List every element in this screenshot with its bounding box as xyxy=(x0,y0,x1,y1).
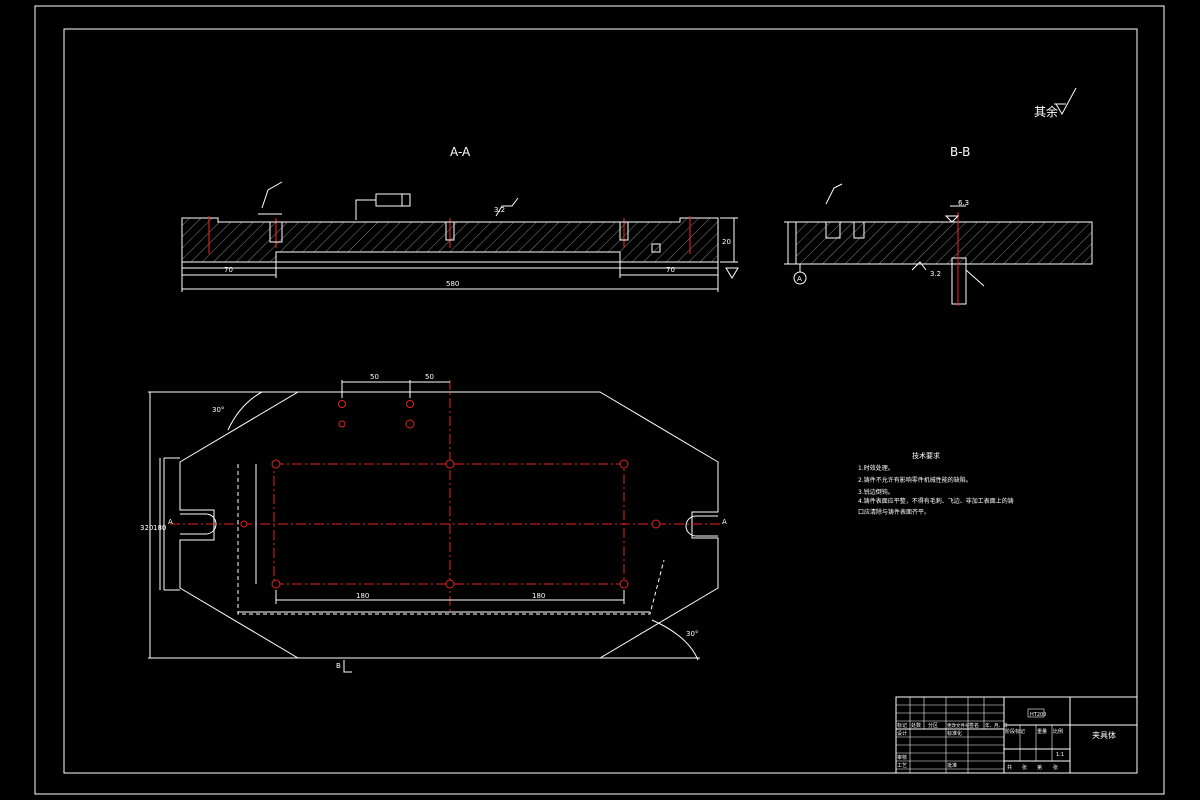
tb-label: 设计 xyxy=(897,730,907,737)
tb-label: 签名 xyxy=(969,722,979,729)
datum-circle xyxy=(793,271,807,285)
plan-dim-top-2: 50 xyxy=(425,373,434,381)
part-name: 夹具体 xyxy=(1092,730,1116,740)
tech-req-item: 1.时效处理。 xyxy=(858,464,894,472)
tb-label: 更改文件号 xyxy=(947,722,970,729)
aa-roughness-text: 3.2 xyxy=(494,206,505,214)
tech-req-title: 技术要求 xyxy=(912,451,940,460)
plan-holes xyxy=(240,400,661,589)
plan-outline xyxy=(179,391,719,659)
section-bb-body xyxy=(795,221,1093,265)
plan-dim-bottom-1: 180 xyxy=(356,592,369,600)
tb-label: 第 xyxy=(1037,764,1042,771)
bb-roughness-bottom: 3.2 xyxy=(930,270,941,278)
section-bb-view: B-B 6.3 3.2 A xyxy=(784,145,1093,306)
aa-dim-height: 20 xyxy=(722,238,731,246)
plan-view: 50 50 180 180 320 180 30° 30° A A B xyxy=(140,373,727,673)
plan-section-mark-left: A xyxy=(168,518,173,526)
plan-dim-top-1: 50 xyxy=(370,373,379,381)
tech-req-item: 3.锐边倒钝。 xyxy=(858,488,894,496)
roughness-symbol-icon xyxy=(1055,87,1077,116)
tb-label: 重量 xyxy=(1037,728,1047,735)
plan-angle-top: 30° xyxy=(212,406,224,414)
plan-section-mark-bottom: B xyxy=(336,662,341,670)
title-block: HT200 夹具体 1:1 标记 处数 分区 更改文件号 签名 年、月、日 设计… xyxy=(895,696,1138,774)
general-roughness-note: 其余 xyxy=(1034,87,1077,119)
plan-section-mark-right: A xyxy=(722,518,727,526)
tech-requirements: 技术要求 1.时效处理。 2.铸件不允许有影响零件机械性能的缺陷。 3.锐边倒钝… xyxy=(858,451,1014,516)
tb-label: 标记 xyxy=(897,722,907,729)
tb-label: 分区 xyxy=(928,722,938,729)
aa-dim-70-left: 70 xyxy=(224,266,233,274)
bb-roughness-top: 6.3 xyxy=(958,199,969,207)
bb-datum: A xyxy=(797,275,802,283)
section-aa-label: A-A xyxy=(450,145,471,159)
tb-label: 审核 xyxy=(897,754,907,761)
tb-label: 标准化 xyxy=(947,730,962,737)
tb-label: 处数 xyxy=(911,722,921,729)
tb-label: 张 xyxy=(1022,764,1027,771)
tech-req-item: 2.铸件不允许有影响零件机械性能的缺陷。 xyxy=(858,476,972,484)
tb-label: 阶段标记 xyxy=(1005,728,1025,735)
tech-req-item: 4.铸件表面应平整，不得有毛刺、飞边、非加工表面上的铸 xyxy=(858,497,1014,505)
tech-req-item: 口应清除与铸件表面齐平。 xyxy=(858,508,930,516)
tb-label: 工艺 xyxy=(897,763,907,769)
inner-border xyxy=(63,28,1138,774)
drawing-code: HT200 xyxy=(1030,712,1046,718)
tb-label: 批准 xyxy=(947,762,957,769)
tb-label: 张 xyxy=(1053,764,1058,771)
plan-dim-height-inner: 180 xyxy=(153,524,166,532)
plan-dim-height-outer: 320 xyxy=(140,524,153,532)
tb-label: 年、月、日 xyxy=(985,722,1008,729)
tb-label: 共 xyxy=(1007,764,1012,771)
section-aa-view: A-A 3.2 70 70 580 xyxy=(181,145,739,292)
plan-angle-bottom: 30° xyxy=(686,630,698,638)
aa-dim-70-right: 70 xyxy=(666,266,675,274)
outer-border xyxy=(34,5,1165,795)
tb-label: 比例 xyxy=(1053,728,1063,735)
plan-dim-bottom-2: 180 xyxy=(532,592,545,600)
scale-value: 1:1 xyxy=(1056,752,1064,758)
aa-dim-total: 580 xyxy=(446,280,459,288)
roughness-note-text: 其余 xyxy=(1034,104,1058,119)
section-bb-label: B-B xyxy=(950,145,970,159)
